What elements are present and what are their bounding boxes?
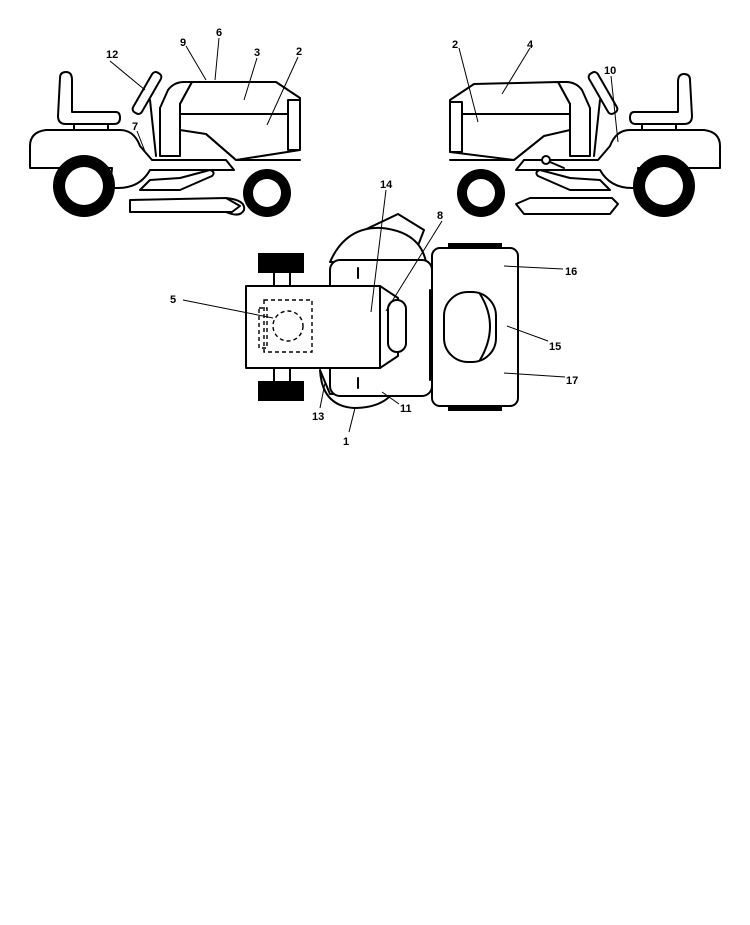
callout-8: 8 — [437, 210, 443, 222]
callout-15: 15 — [549, 341, 561, 353]
tractor-left-side-view: 12 9 6 3 2 7 — [29, 27, 302, 217]
mower-deck-right — [515, 197, 619, 215]
callout-12: 12 — [106, 49, 118, 61]
callout-7: 7 — [132, 121, 138, 133]
front-wheels-top — [258, 253, 304, 401]
seat-right — [629, 73, 693, 133]
rear-wheel-right — [633, 155, 695, 217]
callout-11: 11 — [400, 403, 412, 415]
callout-9: 9 — [180, 37, 186, 49]
rear-fender — [29, 129, 235, 189]
front-wheel-left — [243, 169, 291, 217]
steering-wheel — [131, 71, 163, 115]
steering-wheel-top — [387, 299, 407, 353]
callout-14: 14 — [380, 179, 393, 191]
callout-17: 17 — [566, 375, 578, 387]
callout-6: 6 — [216, 27, 222, 39]
hood-top — [245, 285, 399, 369]
callout-4: 4 — [527, 39, 534, 51]
callout-10: 10 — [604, 65, 616, 77]
front-wheel-right — [457, 169, 505, 217]
footrest — [139, 169, 215, 191]
seat — [57, 71, 121, 133]
hood-right — [449, 81, 571, 161]
callout-2: 2 — [296, 46, 302, 58]
seat-top — [443, 291, 497, 363]
tractor-right-side-view: 2 4 10 — [449, 39, 721, 217]
callout-2-right: 2 — [452, 39, 458, 51]
tractor-top-view: 14 8 16 5 15 17 13 11 1 — [170, 179, 578, 448]
rear-wheel-left — [53, 155, 115, 217]
steering-column — [149, 99, 157, 157]
callout-1: 1 — [343, 436, 349, 448]
hood — [179, 81, 301, 161]
callout-13: 13 — [312, 411, 324, 423]
rear-fender-right — [515, 129, 721, 189]
callout-16: 16 — [565, 266, 577, 278]
mower-deck — [129, 197, 241, 213]
deck-top — [329, 226, 427, 263]
callout-5: 5 — [170, 294, 176, 306]
callout-3: 3 — [254, 47, 260, 59]
